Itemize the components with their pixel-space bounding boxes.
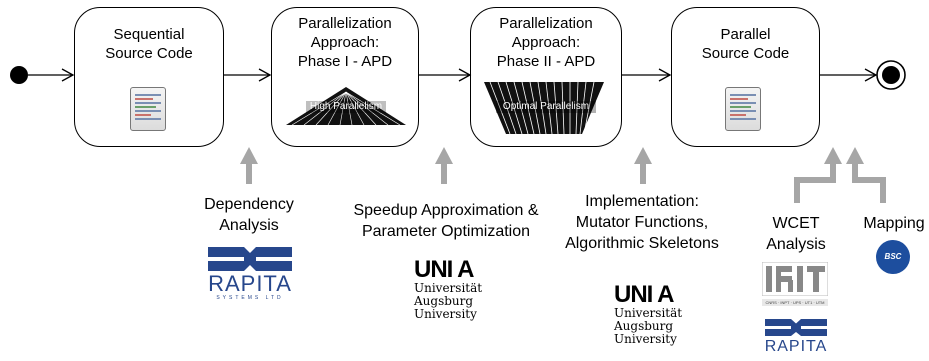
optimal-parallelism-graphic [484, 81, 604, 135]
label-wcet-analysis: WCET Analysis [752, 213, 840, 255]
end-node-core [882, 66, 900, 84]
bsc-logo: BSC [876, 240, 910, 274]
uni-text-line: Augsburg [414, 294, 474, 308]
uni-text-line: University [614, 332, 677, 346]
label-speedup-approximation: Speedup Approximation & Parameter Optimi… [340, 200, 552, 242]
start-node [10, 66, 28, 84]
rapita-logo-text: RAPITA [764, 338, 828, 355]
label-line: Dependency [204, 196, 294, 213]
box-title-line: Parallelization [298, 15, 392, 32]
source-code-file-icon [130, 87, 166, 131]
box-title-line: Phase I - APD [297, 53, 393, 70]
irit-logo-mark [762, 262, 828, 296]
label-line: Analysis [219, 217, 279, 234]
label-dependency-analysis: Dependency Analysis [190, 194, 308, 236]
box-title-line: Parallel [720, 26, 771, 43]
flow-arrows [28, 68, 878, 82]
label-implementation: Implementation: Mutator Functions, Algor… [553, 191, 731, 254]
box-title-line: Phase II - APD [496, 53, 596, 70]
label-line: Analysis [766, 236, 826, 253]
high-parallelism-label: High Parallelism [306, 101, 386, 113]
label-line: Speedup Approximation & [353, 202, 539, 219]
box-title-line: Sequential [113, 26, 185, 43]
box-title-line: Parallelization [499, 15, 593, 32]
irit-logo: CNRS · INPT · UPS · UT1 · UTM [762, 262, 828, 306]
uni-text-line: Universität [414, 281, 483, 295]
uni-augsburg-mark: UNI A [414, 256, 474, 283]
uni-augsburg-logo: UNI A Universität Augsburg University [614, 283, 684, 346]
label-line: Implementation: [585, 193, 699, 210]
high-parallelism-graphic [286, 87, 406, 126]
uni-augsburg-logo: UNI A Universität Augsburg University [414, 258, 484, 321]
rapita-logo-mark [208, 247, 292, 271]
rapita-logo-mark [765, 319, 827, 336]
rapita-logo: RAPITA SYSTEMS LTD [206, 245, 294, 301]
rapita-logo-subtext: SYSTEMS LTD [216, 295, 284, 301]
box-title-line: Source Code [701, 45, 790, 62]
box-title-line: Approach: [310, 34, 380, 51]
label-line: Algorithmic Skeletons [565, 235, 719, 252]
irit-logo-subtext: CNRS · INPT · UPS · UT1 · UTM [762, 299, 828, 306]
uni-augsburg-mark: UNI A [614, 281, 674, 308]
source-code-file-icon [725, 87, 761, 131]
box-title-line: Approach: [511, 34, 581, 51]
box-parallelization-phase-2: Parallelization Approach: Phase II - APD [470, 7, 622, 147]
label-line: WCET [772, 215, 820, 232]
uni-text-line: Augsburg [614, 319, 674, 333]
box-parallelization-phase-1: Parallelization Approach: Phase I - APD [271, 7, 419, 147]
rapita-logo-small: RAPITA [764, 318, 828, 355]
rapita-logo-text: RAPITA [208, 271, 292, 296]
uni-augsburg-text: Universität Augsburg University [614, 307, 684, 346]
label-mapping: Mapping [863, 215, 925, 232]
input-arrows [240, 147, 886, 203]
label-line: Mutator Functions, [575, 214, 709, 231]
label-line: Parameter Optimization [361, 223, 531, 240]
box-title-line: Source Code [105, 45, 193, 62]
optimal-parallelism-label: Optimal Parallelism [496, 101, 596, 113]
uni-text-line: University [414, 307, 477, 321]
uni-text-line: Universität [614, 306, 683, 320]
uni-augsburg-text: Universität Augsburg University [414, 282, 484, 321]
